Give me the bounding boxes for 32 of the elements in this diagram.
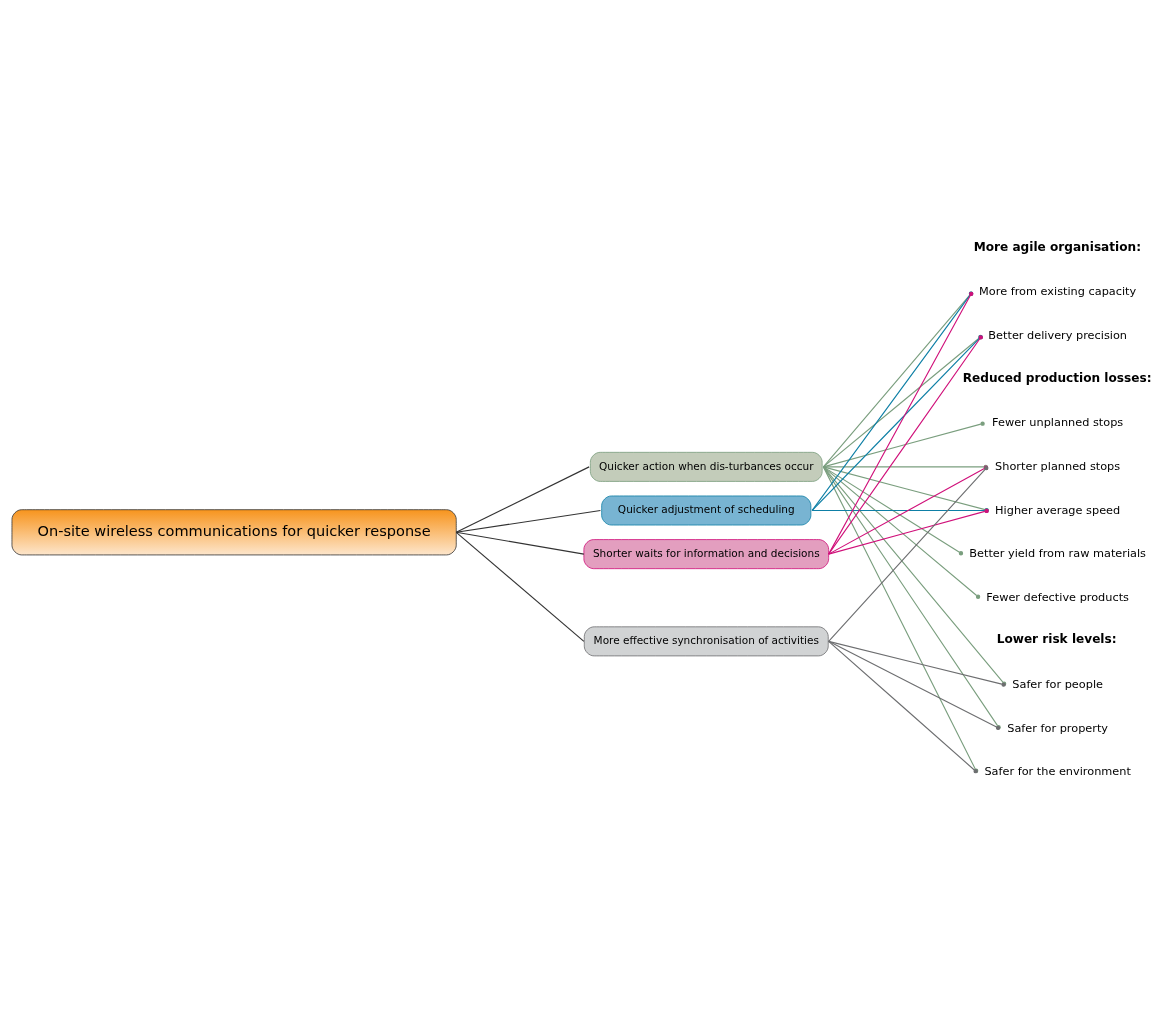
connector: [822, 465, 981, 599]
label: Reduced production losses:: [962, 370, 1152, 385]
connector: [828, 291, 974, 555]
connector: [811, 334, 983, 511]
connector: [455, 531, 585, 555]
connector: [828, 334, 983, 555]
node-box: Shorter waits for information and decisions: [583, 538, 830, 569]
connector: [811, 291, 974, 511]
connector: [822, 421, 985, 467]
node-box: More effective synchronisation of activities: [583, 625, 829, 656]
connector: [822, 465, 979, 773]
node-text: Safer for people: [1012, 677, 1103, 691]
node-text: Shorter planned stops: [995, 459, 1121, 473]
connector: [828, 640, 978, 773]
label: More agile organisation:: [973, 239, 1141, 254]
node-text: Better yield from raw materials: [969, 546, 1147, 560]
connector: [455, 465, 590, 533]
node-box: On-site wireless communications for quicker response: [11, 508, 457, 555]
node-text: Safer for property: [1007, 721, 1109, 735]
connector: [455, 509, 601, 533]
node-text: Fewer defective products: [986, 590, 1129, 604]
node-text: Fewer unplanned stops: [992, 415, 1124, 429]
node-box: Quicker action when dis-turbances occur: [589, 451, 823, 482]
node-box: Quicker adjustment of scheduling: [601, 495, 812, 525]
connector: [455, 531, 585, 642]
node-text: Better delivery precision: [988, 328, 1127, 342]
node-text: More from existing capacity: [979, 284, 1137, 298]
node-text: Safer for the environment: [984, 764, 1131, 778]
connector: [822, 290, 974, 467]
connector: [822, 334, 983, 467]
label: Lower risk levels:: [996, 631, 1117, 646]
node-text: Higher average speed: [995, 502, 1121, 516]
